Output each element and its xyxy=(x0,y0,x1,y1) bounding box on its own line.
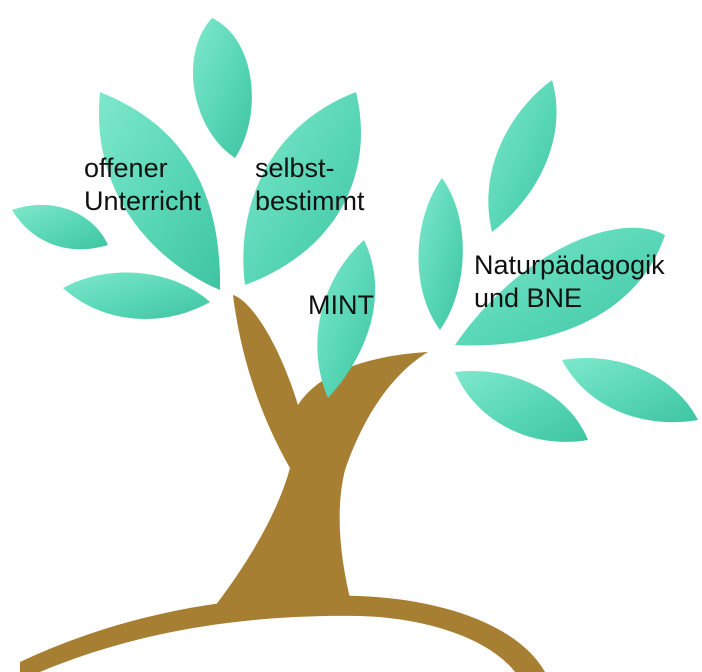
leaf-mint xyxy=(317,240,376,398)
leaf-left-lower xyxy=(63,272,210,319)
label-natur-line1: Naturpädagogik xyxy=(474,250,665,280)
label-offener-line2: Unterricht xyxy=(84,186,202,216)
leaf-top-right xyxy=(488,80,557,232)
label-natur-line2: und BNE xyxy=(474,283,583,313)
ground-arc xyxy=(20,595,545,672)
leaf-right-lower xyxy=(455,370,588,442)
label-offener-unterricht: offener Unterricht xyxy=(84,152,201,218)
leaf-offener-unterricht xyxy=(98,92,221,290)
label-mint-line1: MINT xyxy=(308,290,374,320)
label-naturpaedagogik-bne: Naturpädagogik und BNE xyxy=(474,249,665,315)
label-mint: MINT xyxy=(308,289,374,322)
leaf-top xyxy=(192,18,252,158)
tree-trunk xyxy=(215,295,428,606)
leaf-center-right xyxy=(418,178,463,330)
leaf-left-small xyxy=(12,204,108,250)
label-selbst-line1: selbst- xyxy=(255,153,335,183)
leaf-selbstbestimmt xyxy=(243,92,361,285)
leaf-naturpaedagogik xyxy=(455,227,665,346)
label-offener-line1: offener xyxy=(84,153,168,183)
leaf-far-right xyxy=(562,358,698,423)
label-selbst-line2: bestimmt xyxy=(255,186,365,216)
label-selbstbestimmt: selbst- bestimmt xyxy=(255,152,365,218)
